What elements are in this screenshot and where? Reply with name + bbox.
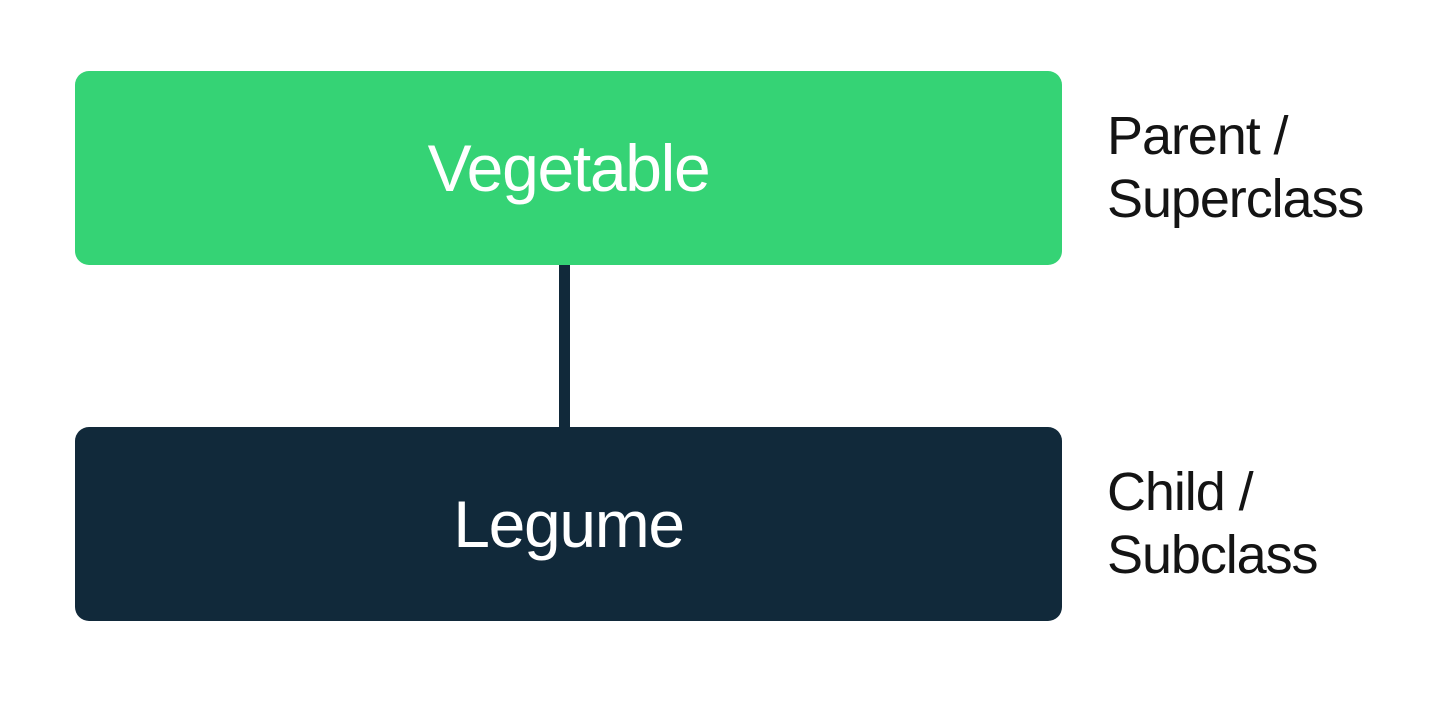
node-vegetable: Vegetable: [75, 71, 1062, 265]
annotation-child-line-1: Child /: [1107, 461, 1254, 522]
annotation-parent-line-1: Parent /: [1107, 105, 1289, 166]
node-legume-label: Legume: [453, 487, 685, 561]
annotation-child-line-2: Subclass: [1107, 525, 1319, 585]
node-vegetable-label: Vegetable: [427, 131, 711, 205]
annotation-parent-line-2: Superclass: [1107, 169, 1364, 229]
annotation-child-subclass: Child / Subclass: [1107, 427, 1437, 621]
parent-child-connector-line: [559, 265, 570, 427]
node-legume: Legume: [75, 427, 1062, 621]
annotation-parent-superclass: Parent / Superclass: [1107, 71, 1437, 265]
